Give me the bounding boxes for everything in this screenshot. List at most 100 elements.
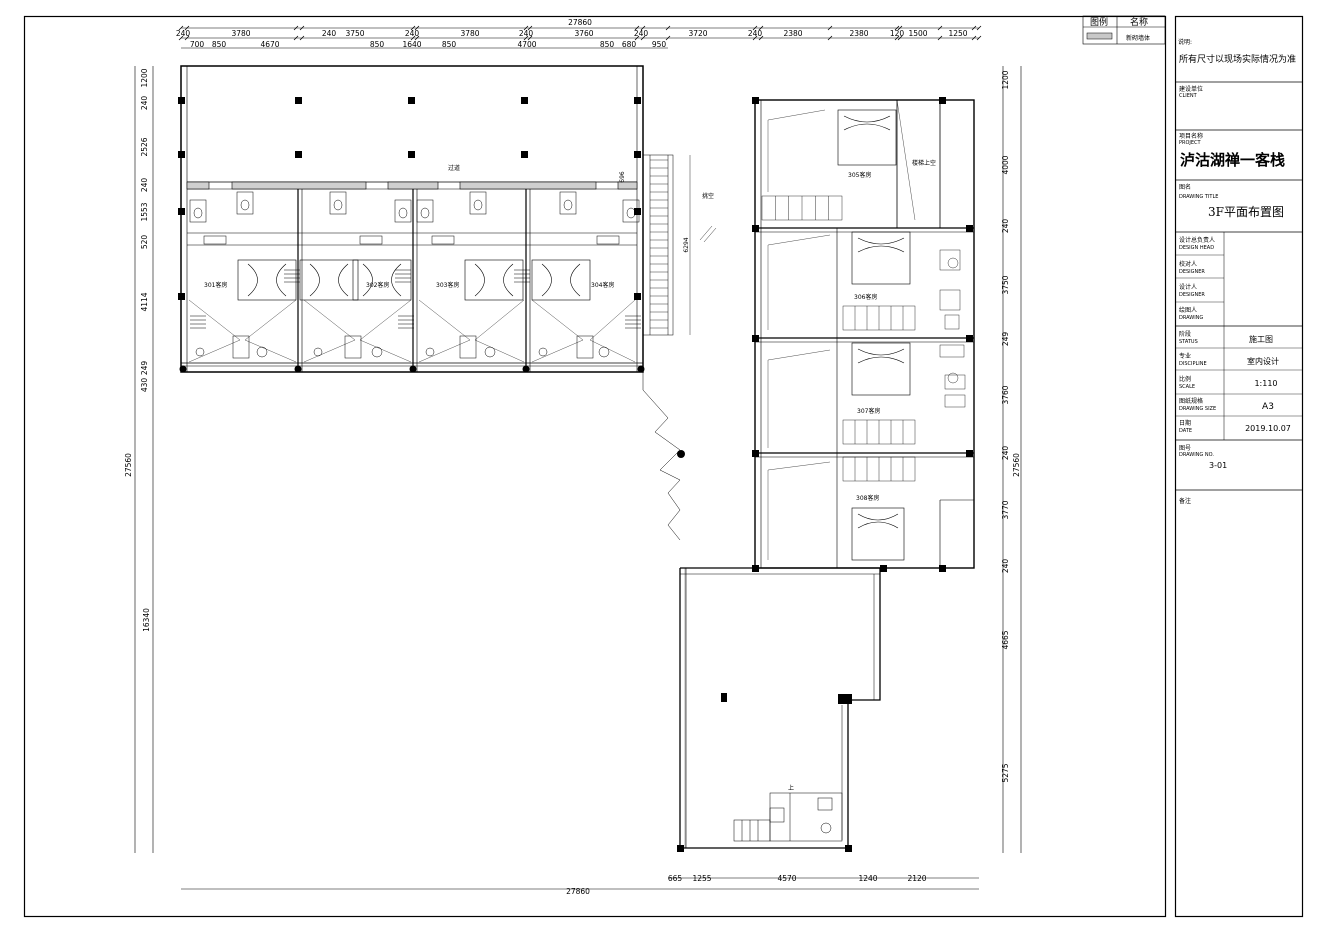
drawing-size-en: DRAWING SIZE	[1179, 406, 1216, 412]
dim-right-4: 249	[1001, 332, 1010, 347]
toilet-bowl-7	[626, 207, 636, 219]
drawing-size-cn: 图纸规格	[1179, 397, 1203, 405]
drawing-no-value: 3-01	[1209, 461, 1227, 470]
title-block-frame	[1174, 15, 1304, 918]
project-name: 泸沽湖禅一客栈	[1180, 151, 1285, 169]
void-label: 挑空	[702, 192, 714, 200]
bed-right-quilt-2	[857, 348, 905, 364]
dim-right-5: 3760	[1001, 385, 1010, 404]
column-12	[178, 293, 185, 300]
title-label-en: DRAWING TITLE	[1179, 194, 1218, 200]
bed-right-3	[851, 507, 905, 561]
status-en: STATUS	[1179, 339, 1198, 345]
project-label-cn: 项目名称	[1179, 132, 1203, 140]
discipline-value: 室内设计	[1247, 356, 1279, 366]
legend-table	[1082, 15, 1166, 45]
tick-top-a-16	[937, 25, 943, 31]
dim-left-3: 240	[140, 178, 149, 193]
checker-en: DESIGNER	[1179, 269, 1205, 275]
tick-top-b-0	[178, 35, 184, 41]
designer-en: DESIGNER	[1179, 292, 1205, 298]
tick-top-a-7	[527, 25, 533, 31]
bed-left-1	[299, 259, 359, 301]
tick-top-b-17	[971, 35, 977, 41]
scale-value: 1:110	[1254, 379, 1277, 388]
dim-right-9: 4665	[1001, 630, 1010, 649]
tick-top-b-3	[299, 35, 305, 41]
dim-top1-9: 3720	[688, 29, 707, 38]
dim-total-width-top: 27860	[568, 18, 592, 27]
toilet-bowl-2	[333, 199, 343, 211]
tick-top-a-4	[410, 25, 416, 31]
stool-3	[538, 347, 548, 357]
title-block-grid	[1175, 81, 1302, 491]
notes-text: 所有尺寸以现场实际情况为准	[1179, 53, 1296, 65]
scale-cn: 比例	[1179, 375, 1191, 383]
desk-0	[232, 335, 250, 359]
furniture-right-4	[944, 394, 966, 408]
discipline-en: DISCIPLINE	[1179, 361, 1207, 367]
toilet-stall-7	[622, 199, 640, 223]
right-wing-diagonals	[767, 99, 916, 560]
column-round-3	[522, 365, 530, 373]
bed-left-quilt-3	[474, 263, 514, 297]
furniture-right-1	[939, 289, 961, 311]
column-6	[295, 151, 302, 158]
drawing-size-value: A3	[1262, 402, 1274, 412]
toilet-bowl-5	[473, 199, 483, 211]
bed-right-1	[851, 231, 911, 285]
column-2	[408, 97, 415, 104]
dim-top1-11: 2380	[783, 29, 802, 38]
dim-bottom-2: 4570	[777, 874, 796, 883]
chair-1	[371, 346, 383, 358]
tick-top-a-13	[827, 25, 833, 31]
desk-3	[576, 335, 594, 359]
chair-0	[256, 346, 268, 358]
toilet-bowl-4	[420, 207, 430, 219]
dim-top2-8: 680	[622, 40, 637, 49]
column-9	[634, 151, 641, 158]
lower-open-area-walls	[679, 567, 881, 849]
rack-1	[398, 315, 414, 329]
tick-top-a-0	[178, 25, 184, 31]
design-head-en: DESIGN HEAD	[1179, 245, 1214, 251]
dim-top1-0: 240	[176, 29, 191, 38]
lower-area-bathroom	[733, 792, 843, 842]
structural-columns	[178, 97, 973, 852]
dim-bottom-0: 665	[668, 874, 683, 883]
rack-5	[514, 269, 530, 283]
tick-top-b-2	[293, 35, 299, 41]
dim-right-7: 3770	[1001, 500, 1010, 519]
dim-top2-3: 850	[370, 40, 385, 49]
tick-top-a-18	[976, 25, 982, 31]
legend-header-symbol: 图例	[1090, 16, 1108, 28]
column-round-0	[179, 365, 187, 373]
dim-top1-14: 1500	[908, 29, 927, 38]
bed-left-0	[237, 259, 297, 301]
dim-total-height-left: 27560	[124, 453, 133, 477]
designer-cn: 设计人	[1179, 283, 1197, 291]
dim-left-0: 1200	[140, 68, 149, 87]
up-mark: 上	[788, 784, 794, 792]
column-3	[521, 97, 528, 104]
tick-top-a-11	[752, 25, 758, 31]
dim-total-width-bottom: 27860	[566, 887, 590, 896]
column-round-4	[637, 365, 645, 373]
dim-left-2: 2526	[140, 137, 149, 156]
chair-right-0	[947, 257, 959, 269]
dim-top1-4: 240	[405, 29, 420, 38]
design-head-cn: 设计总负责人	[1179, 236, 1215, 244]
beds-left-wing	[237, 259, 591, 301]
tick-top-b-7	[527, 35, 533, 41]
checker-cn: 校对人	[1179, 260, 1197, 268]
room-interior-lines	[188, 299, 636, 363]
stool-0	[195, 347, 205, 357]
tick-top-b-1	[184, 35, 190, 41]
tick-top-a-14	[894, 25, 900, 31]
status-cn: 阶段	[1179, 330, 1191, 338]
tick-top-a-8	[634, 25, 640, 31]
furniture-right-5	[944, 314, 960, 330]
stool-2	[425, 347, 435, 357]
